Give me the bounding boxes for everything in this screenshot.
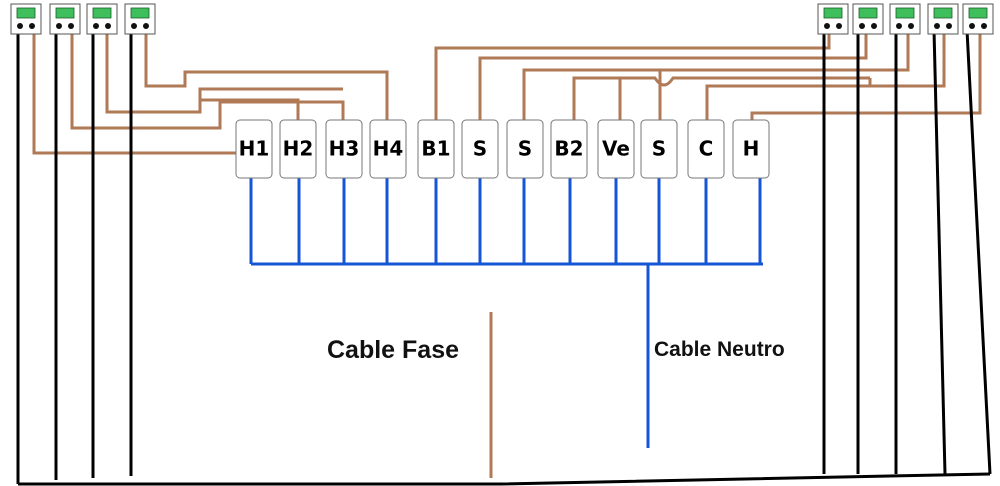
module-display	[92, 7, 112, 19]
terminal-label: B2	[554, 137, 583, 161]
module-terminal-dot	[934, 23, 940, 29]
module-terminal-dot	[105, 23, 111, 29]
module-display	[16, 7, 36, 19]
thermostat-module-left-1	[10, 3, 42, 35]
module-terminal-dot	[871, 23, 877, 29]
terminal-box	[417, 119, 455, 179]
wire-m4-h4	[144, 30, 389, 122]
terminal-label: H3	[329, 137, 360, 161]
terminal-label: C	[699, 137, 714, 161]
module-terminal-dot	[93, 23, 99, 29]
ret-r5	[965, 29, 992, 475]
module-terminal-dot	[981, 23, 987, 29]
terminal-label: H	[743, 137, 760, 161]
module-display	[55, 7, 75, 19]
thermostat-module-left-3	[86, 3, 118, 35]
wire-r3-b2	[522, 30, 910, 122]
terminal-box	[640, 119, 678, 179]
terminal-box	[550, 119, 588, 179]
terminal-s_2: S	[506, 119, 544, 179]
module-terminal-dot	[17, 23, 23, 29]
terminal-h: H	[732, 119, 770, 179]
module-terminal-dot	[859, 23, 865, 29]
thermostat-module-right-2	[852, 3, 884, 35]
module-display	[968, 7, 988, 19]
wire-m1-h1	[32, 30, 236, 155]
terminal-box	[325, 119, 363, 179]
terminal-label: S	[518, 137, 532, 161]
terminal-ve: Ve	[597, 119, 635, 179]
terminal-s_1: S	[461, 119, 499, 179]
thermostat-module-left-2	[49, 3, 81, 35]
terminal-b2: B2	[550, 119, 588, 179]
ret-r4	[932, 29, 947, 475]
terminal-h2: H2	[279, 119, 317, 179]
wire-r5-h	[750, 30, 982, 122]
module-terminal-dot	[56, 23, 62, 29]
terminal-box	[506, 119, 544, 179]
terminal-h4: H4	[369, 119, 407, 179]
terminal-box	[687, 119, 725, 179]
terminal-group: H1 H2 H3 H4 B1 S S B2 Ve S C H	[235, 119, 770, 179]
terminal-label: H4	[373, 137, 404, 161]
modules-right	[817, 3, 994, 35]
terminal-label: H1	[239, 137, 270, 161]
module-terminal-dot	[908, 23, 914, 29]
terminal-box	[235, 119, 273, 179]
module-display	[130, 7, 150, 19]
cable-neutro-label: Cable Neutro	[654, 338, 785, 361]
wire-r2-s	[478, 30, 868, 122]
module-display	[933, 7, 953, 19]
module-display	[823, 7, 843, 19]
module-terminal-dot	[946, 23, 952, 29]
thermostat-module-right-4	[927, 3, 959, 35]
wire-m2-h3	[70, 30, 345, 130]
terminal-box	[461, 119, 499, 179]
module-terminal-dot	[836, 23, 842, 29]
terminal-c: C	[687, 119, 725, 179]
terminal-label: H2	[283, 137, 314, 161]
module-terminal-dot	[143, 23, 149, 29]
module-terminal-dot	[824, 23, 830, 29]
terminal-box	[732, 119, 770, 179]
thermostat-module-left-4	[124, 3, 156, 35]
ret-bottom	[18, 472, 991, 486]
thermostat-module-right-5	[962, 3, 994, 35]
thermostat-module-right-1	[817, 3, 849, 35]
module-body	[927, 3, 959, 35]
module-terminal-dot	[29, 23, 35, 29]
terminal-label: Ve	[602, 137, 630, 161]
modules-left	[10, 3, 156, 35]
terminal-label: B1	[421, 137, 450, 161]
terminal-h3: H3	[325, 119, 363, 179]
module-body	[817, 3, 849, 35]
terminal-h1: H1	[235, 119, 273, 179]
wire-h2-drop	[200, 98, 300, 122]
neutro-wires	[249, 176, 763, 448]
terminal-label: S	[652, 137, 666, 161]
terminal-box	[597, 119, 635, 179]
wire-r3-bridge	[572, 76, 870, 122]
module-terminal-dot	[896, 23, 902, 29]
return-wires	[16, 29, 992, 486]
module-terminal-dot	[68, 23, 74, 29]
terminal-box	[279, 119, 317, 179]
terminal-label: S	[473, 137, 487, 161]
module-terminal-dot	[969, 23, 975, 29]
cable-fase-label: Cable Fase	[327, 336, 459, 364]
module-display	[858, 7, 878, 19]
terminal-box	[369, 119, 407, 179]
wire-r1-b1	[434, 30, 831, 122]
terminal-s_3: S	[640, 119, 678, 179]
module-terminal-dot	[131, 23, 137, 29]
module-display	[895, 7, 915, 19]
terminal-b1: B1	[417, 119, 455, 179]
module-body	[962, 3, 994, 35]
thermostat-module-right-3	[889, 3, 921, 35]
